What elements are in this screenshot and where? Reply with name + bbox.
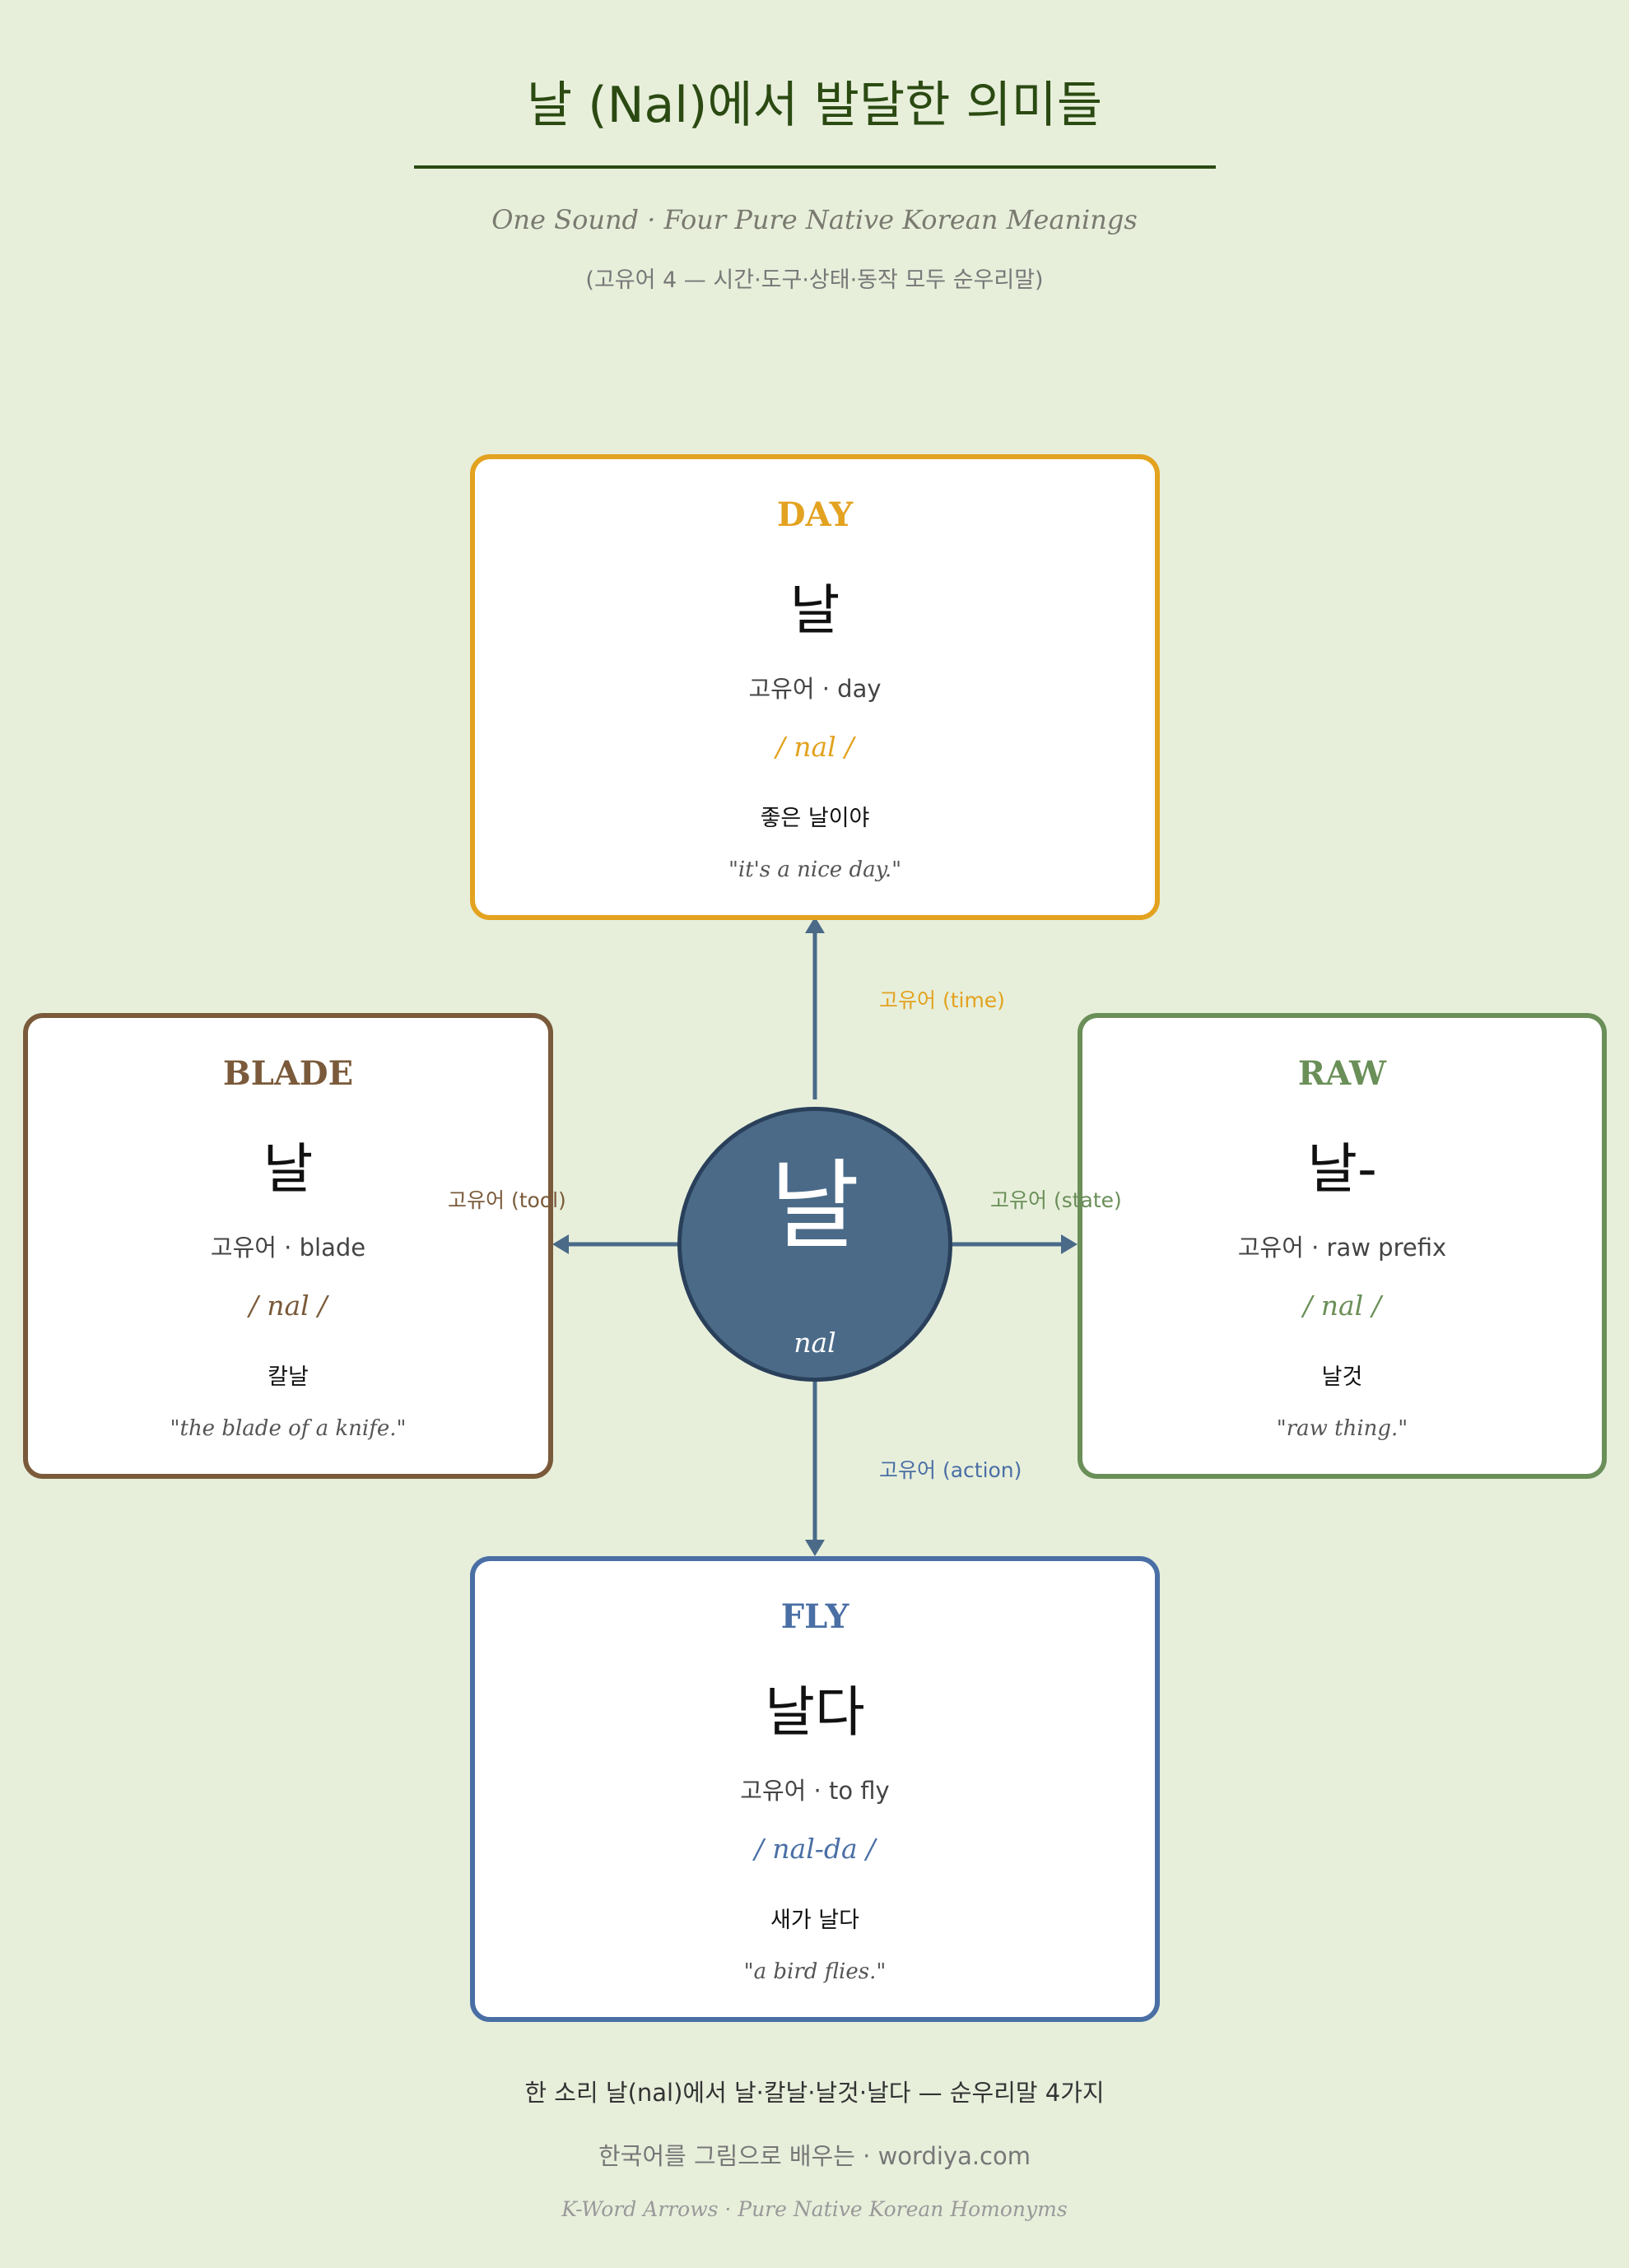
card-blade-word: 날	[263, 1137, 314, 1201]
card-raw: RAW 날- 고유어 · raw prefix / nal / 날것 "raw …	[1077, 1013, 1607, 1479]
card-fly-example: 새가 날다	[770, 1908, 859, 1933]
card-day-name: DAY	[776, 495, 854, 534]
card-blade-pronunciation: / nal /	[249, 1290, 328, 1322]
arrowhead-day	[805, 917, 825, 933]
card-blade-name: BLADE	[222, 1054, 354, 1093]
card-day-gloss: 고유어 · day	[748, 675, 882, 703]
card-fly-pronunciation: / nal-da /	[754, 1833, 876, 1865]
arrowhead-blade	[552, 1234, 569, 1254]
card-raw-translation: "raw thing."	[1276, 1416, 1408, 1441]
hub-romanization: nal	[794, 1327, 836, 1359]
footer-summary: 한 소리 날(nal)에서 날·칼날·날것·날다 — 순우리말 4가지	[524, 2079, 1105, 2107]
page-subtitle-korean: (고유어 4 — 시간·도구·상태·동작 모두 순우리말)	[585, 267, 1044, 293]
card-blade-example: 칼날	[268, 1364, 309, 1390]
page-title: 날 (Nal)에서 발달한 의미들	[526, 77, 1103, 134]
card-blade: BLADE 날 고유어 · blade / nal / 칼날 "the blad…	[23, 1013, 553, 1479]
card-raw-pronunciation: / nal /	[1303, 1290, 1381, 1322]
card-fly-word: 날다	[765, 1680, 865, 1744]
card-day-word: 날	[789, 579, 840, 642]
card-day-example: 좋은 날이야	[760, 806, 870, 831]
edge-label-state: 고유어 (state)	[990, 1188, 1122, 1212]
card-day-pronunciation: / nal /	[775, 731, 854, 763]
footer-brand: K-Word Arrows · Pure Native Korean Homon…	[561, 2197, 1068, 2221]
card-blade-translation: "the blade of a knife."	[170, 1416, 407, 1441]
arrowhead-raw	[1061, 1234, 1077, 1254]
card-raw-example: 날것	[1321, 1364, 1363, 1390]
card-day-translation: "it's a nice day."	[728, 857, 902, 882]
card-raw-gloss: 고유어 · raw prefix	[1237, 1234, 1447, 1262]
arrowhead-fly	[805, 1540, 825, 1556]
card-day: DAY 날 고유어 · day / nal / 좋은 날이야 "it's a n…	[470, 454, 1160, 920]
edge-label-tool: 고유어 (tool)	[448, 1188, 566, 1212]
edge-label-action: 고유어 (action)	[879, 1458, 1022, 1482]
footer-site: 한국어를 그림으로 배우는 · wordiya.com	[598, 2142, 1031, 2170]
card-fly: FLY 날다 고유어 · to fly / nal-da / 새가 날다 "a …	[470, 1556, 1160, 2022]
hub-circle: 날 nal	[677, 1107, 952, 1382]
card-raw-word: 날-	[1307, 1137, 1377, 1201]
card-fly-gloss: 고유어 · to fly	[740, 1777, 890, 1805]
card-raw-name: RAW	[1297, 1054, 1387, 1093]
title-divider	[414, 165, 1216, 169]
page-subtitle: One Sound · Four Pure Native Korean Mean…	[491, 204, 1138, 235]
edge-label-time: 고유어 (time)	[879, 988, 1005, 1012]
card-fly-translation: "a bird flies."	[743, 1959, 887, 1984]
card-fly-name: FLY	[780, 1597, 849, 1636]
hub-word: 날	[770, 1149, 860, 1262]
card-blade-gloss: 고유어 · blade	[210, 1234, 366, 1262]
